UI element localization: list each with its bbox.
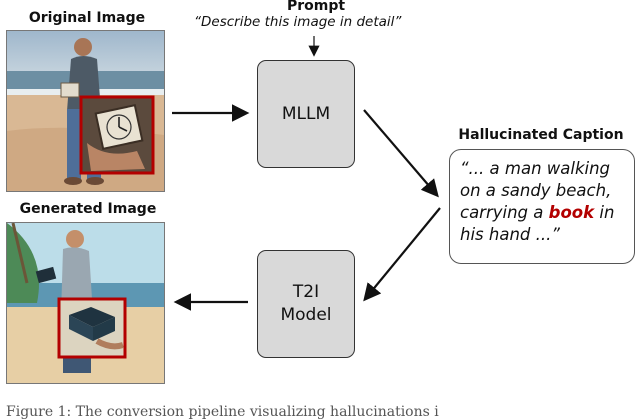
mllm-label: MLLM: [281, 103, 331, 124]
figure-caption: Figure 1: The conversion pipeline visual…: [6, 404, 439, 420]
mllm-box: MLLM: [257, 60, 355, 168]
generated-image: [6, 222, 165, 384]
t2i-label-line2: Model: [280, 305, 332, 325]
caption-line-3-after: in: [594, 203, 615, 222]
hallucinated-word: book: [548, 203, 595, 222]
caption-line-1: “... a man walking: [460, 159, 611, 178]
caption-line-3: carrying a book in: [460, 202, 624, 224]
hallucinated-caption-box: “... a man walking on a sandy beach, car…: [449, 149, 635, 264]
t2i-model-box: T2I Model: [257, 250, 355, 358]
t2i-label-line1: T2I: [292, 282, 320, 302]
arrow-mllm-to-caption: [363, 109, 439, 198]
arrow-caption-to-t2i: [363, 207, 441, 302]
prompt-text: “Describe this image in detail”: [194, 14, 402, 30]
original-image-title: Original Image: [28, 10, 146, 26]
caption-line-3-before: carrying a: [460, 203, 549, 222]
original-image: [6, 30, 165, 192]
caption-line-2: on a sandy beach,: [460, 181, 612, 200]
caption-line-4: his hand ...”: [460, 225, 560, 244]
generated-image-title: Generated Image: [19, 201, 157, 217]
hallucinated-caption-title: Hallucinated Caption: [458, 127, 624, 143]
prompt-title: Prompt: [286, 0, 346, 14]
